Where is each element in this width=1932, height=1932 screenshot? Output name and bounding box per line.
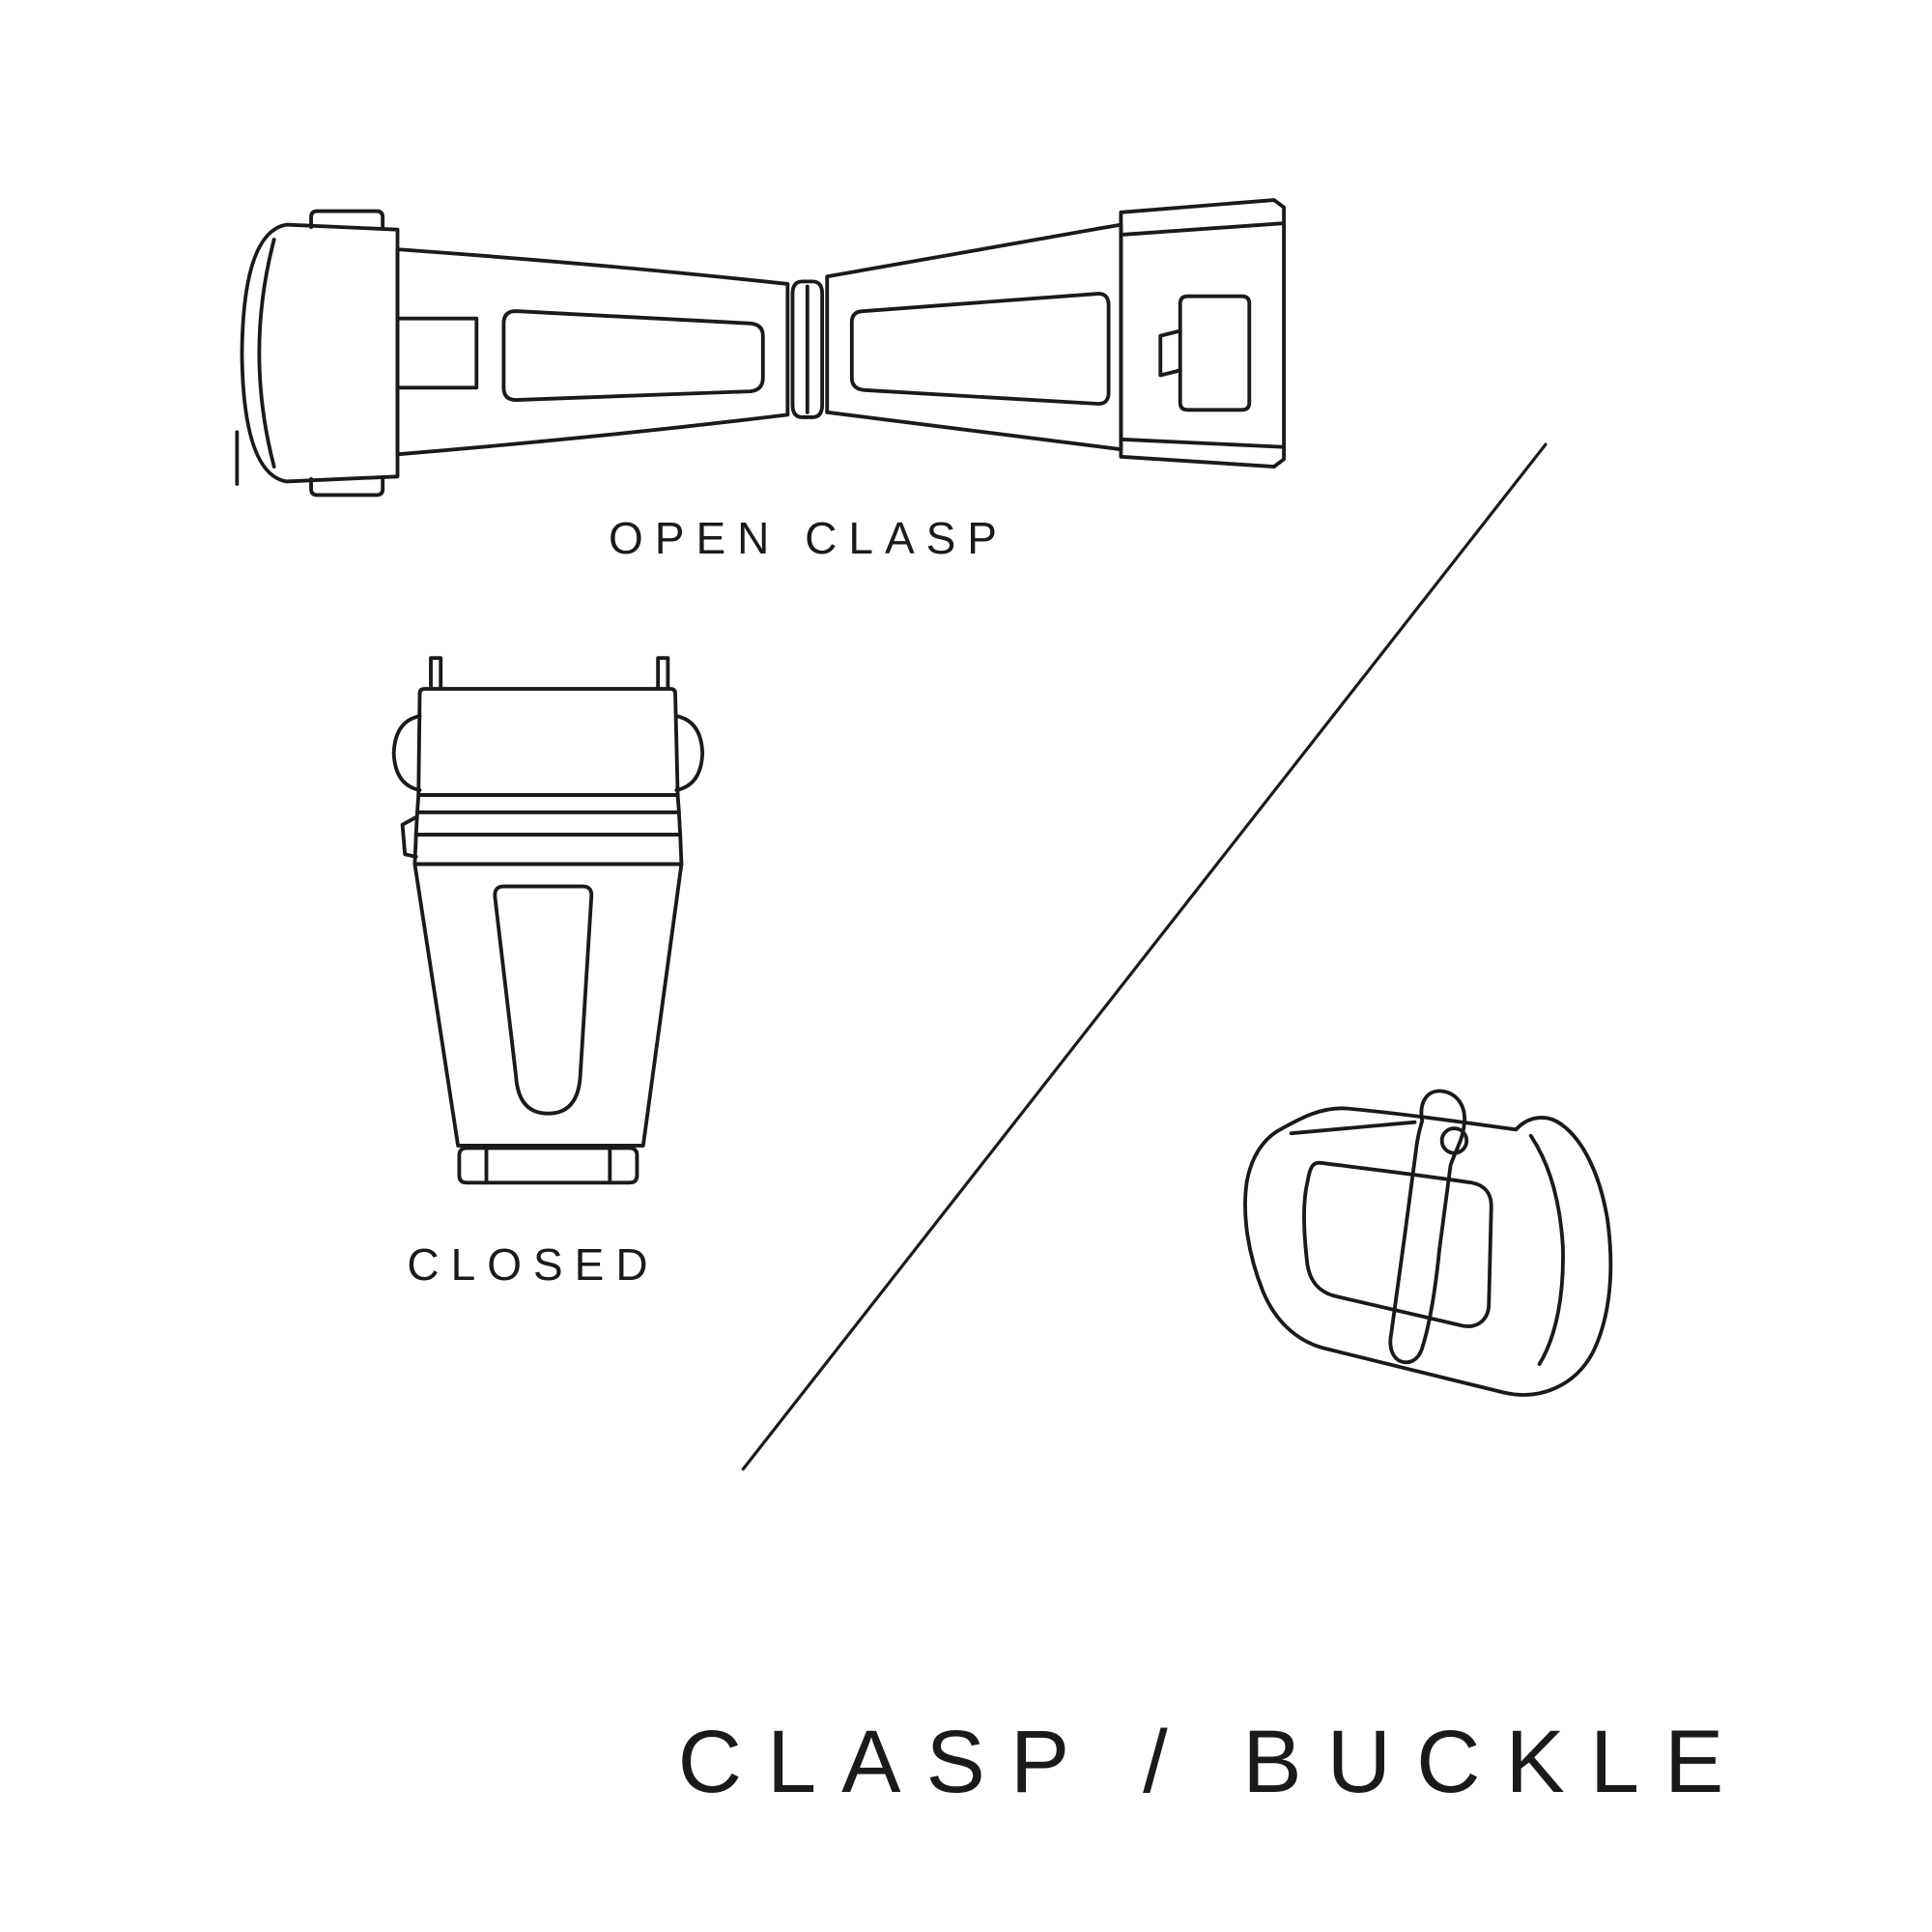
buckle-illustration <box>1243 1089 1613 1397</box>
closed-label: CLOSED <box>407 1239 660 1290</box>
diagram-title: CLASP / BUCKLE <box>677 1713 1749 1811</box>
divider-line <box>741 442 1548 1471</box>
open-clasp-illustration <box>235 198 1286 497</box>
closed-clasp-illustration <box>391 656 705 1185</box>
open-clasp-label: OPEN CLASP <box>609 513 1009 563</box>
